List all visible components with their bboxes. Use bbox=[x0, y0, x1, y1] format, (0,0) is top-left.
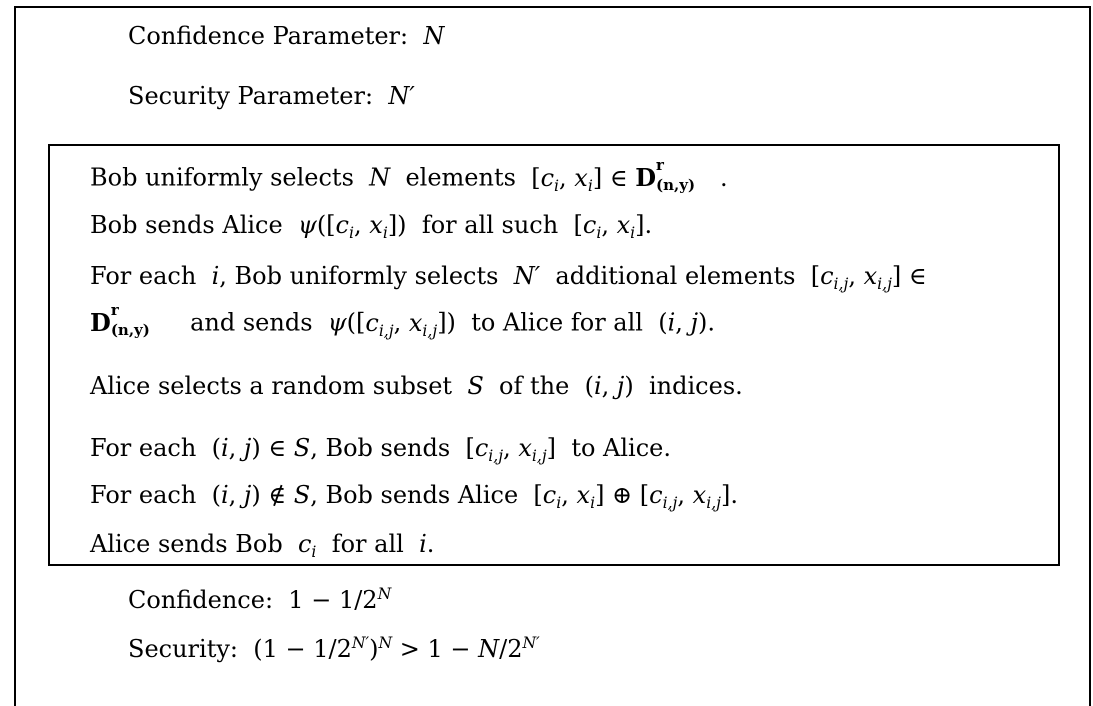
security-line: Security: (1 − 1/2N′)N > 1 − N/2N′ bbox=[128, 634, 540, 663]
protocol-line-3: For each i, Bob uniformly selects N′ add… bbox=[90, 262, 927, 294]
protocol-line-6: For each (i, j) ∈ S, Bob sends [ci,j, xi… bbox=[90, 434, 671, 466]
security-parameter-label: Security Parameter: bbox=[128, 82, 374, 110]
protocol-line-5: Alice selects a random subset S of the (… bbox=[90, 372, 743, 400]
confidence-formula: 1 − 1/2N bbox=[280, 585, 392, 614]
math-N-prime: N′ bbox=[380, 82, 415, 110]
outer-frame bbox=[14, 6, 1091, 706]
protocol-line-2: Bob sends Alice ψ([ci, xi]) for all such… bbox=[90, 211, 653, 243]
security-parameter-line: Security Parameter: N′ bbox=[128, 84, 415, 108]
protocol-line-7: For each (i, j) ∉ S, Bob sends Alice [ci… bbox=[90, 481, 738, 513]
protocol-box bbox=[48, 144, 1060, 566]
confidence-parameter-label: Confidence Parameter: bbox=[128, 22, 409, 50]
confidence-label: Confidence: bbox=[128, 586, 274, 614]
security-label: Security: bbox=[128, 635, 238, 663]
protocol-line-1: Bob uniformly selects N elements [ci, xi… bbox=[90, 156, 728, 195]
confidence-line: Confidence: 1 − 1/2N bbox=[128, 585, 392, 614]
math-N: N bbox=[415, 22, 445, 50]
confidence-parameter-line: Confidence Parameter: N bbox=[128, 24, 444, 48]
security-formula: (1 − 1/2N′)N > 1 − N/2N′ bbox=[245, 634, 540, 663]
protocol-line-8: Alice sends Bob ci for all i. bbox=[90, 530, 435, 562]
